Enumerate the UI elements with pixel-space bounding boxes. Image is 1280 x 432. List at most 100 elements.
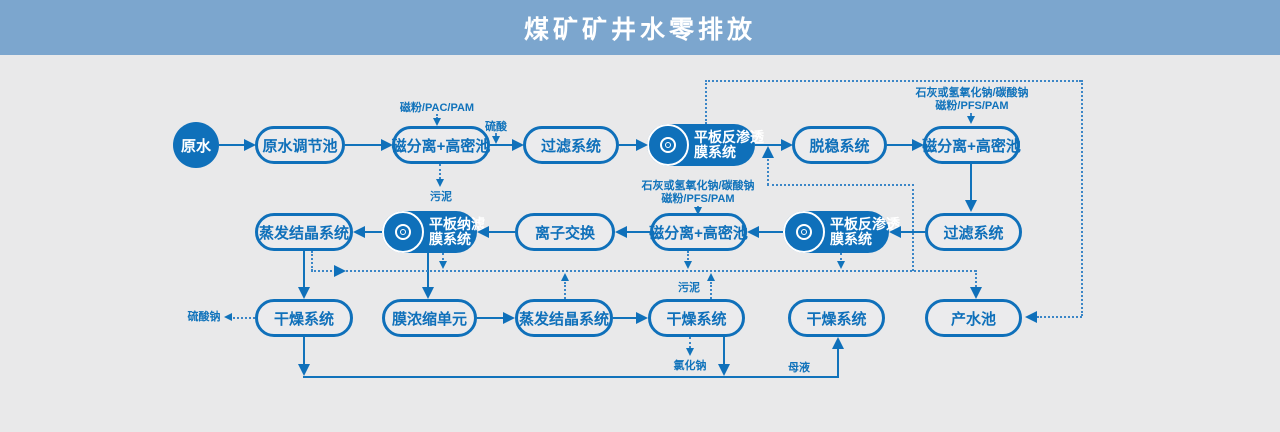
flow-arrowhead (747, 226, 759, 238)
node-label: 磁分离+高密池 (922, 137, 1021, 155)
flow-line (619, 144, 636, 146)
node-ro-membrane-1: 平板反渗透 膜系统 (647, 124, 764, 166)
node-evaporation-1: 蒸发结晶系统 (255, 213, 353, 251)
dotted-flow-line (975, 270, 977, 287)
flow-line (723, 337, 725, 364)
node-label: 膜系统 (429, 231, 471, 247)
node-label: 原水 (180, 137, 211, 155)
node-destabilization: 脱稳系统 (792, 126, 887, 164)
node-label: 干燥系统 (806, 310, 867, 328)
flow-arrowhead (298, 287, 310, 299)
flow-arrowhead (694, 207, 702, 215)
node-label: 离子交换 (534, 224, 595, 242)
dotted-flow-line (767, 184, 914, 186)
node-regulating-pool: 原水调节池 (255, 126, 345, 164)
node-raw-water: 原水 (173, 122, 219, 168)
flow-arrowhead (889, 226, 901, 238)
node-product-pool: 产水池 (925, 299, 1022, 337)
dotted-flow-line (687, 251, 689, 260)
flow-line (970, 164, 972, 200)
sodium-sulfate-label: 硫酸钠 (187, 311, 221, 323)
mother-liquor-bus-line (303, 376, 839, 378)
membrane-disc-icon (647, 124, 689, 166)
flow-arrowhead (244, 139, 256, 151)
node-drying-1: 干燥系统 (255, 299, 353, 337)
dotted-flow-line (1081, 80, 1083, 316)
flow-arrowhead (636, 312, 648, 324)
node-label: 膜系统 (830, 231, 872, 247)
flow-arrowhead (436, 179, 444, 187)
flow-arrowhead (912, 139, 924, 151)
sodium-chloride-label: 氯化钠 (673, 360, 707, 372)
dosing-label-lime-2: 石灰或氢氧化钠/碳酸钠 磁粉/PFS/PAM (641, 180, 755, 205)
flow-arrowhead (353, 226, 365, 238)
node-ion-exchange: 离子交换 (515, 213, 615, 251)
flow-arrowhead (224, 313, 232, 321)
flow-arrowhead (477, 226, 489, 238)
flow-arrowhead (837, 261, 845, 269)
node-mag-separation-3: 磁分离+高密池 (649, 213, 748, 251)
node-label: 膜系统 (694, 144, 736, 160)
flow-line (345, 144, 381, 146)
flow-arrowhead (832, 337, 844, 349)
dotted-flow-line (705, 80, 707, 124)
flow-line (759, 231, 783, 233)
dotted-flow-line (767, 156, 769, 185)
node-nf-membrane: 平板纳滤 膜系统 (382, 211, 485, 253)
dosing-label-pac: 磁粉/PAC/PAM (399, 102, 475, 114)
node-label: 磁分离+高密池 (391, 137, 491, 155)
flow-arrowhead (492, 136, 500, 144)
flow-line (490, 144, 512, 146)
node-evaporation-2: 蒸发结晶系统 (515, 299, 613, 337)
flow-arrowhead (381, 139, 393, 151)
flow-line (887, 144, 912, 146)
node-label: 平板纳滤 (429, 216, 485, 232)
flow-arrowhead (439, 261, 447, 269)
flow-line (365, 231, 382, 233)
flow-arrowhead (718, 364, 730, 376)
flow-line (219, 144, 245, 146)
node-label: 脱稳系统 (809, 137, 870, 155)
flow-line (489, 231, 515, 233)
flow-line (755, 144, 781, 146)
page-title: 煤矿矿井水零排放 (523, 15, 756, 44)
flow-arrowhead (503, 312, 515, 324)
node-ro-membrane-2: 平板反渗透 膜系统 (783, 211, 900, 253)
node-label: 干燥系统 (273, 310, 334, 328)
flow-arrowhead (433, 118, 441, 126)
flow-arrowhead (781, 139, 793, 151)
header-bar: 煤矿矿井水零排放 (0, 0, 1280, 55)
flow-arrowhead (684, 261, 692, 269)
node-label: 蒸发结晶系统 (518, 310, 609, 328)
node-drying-2: 干燥系统 (648, 299, 745, 337)
flow-line (303, 337, 305, 364)
flow-arrowhead (762, 146, 774, 158)
dotted-flow-line (439, 164, 441, 179)
flow-arrowhead (561, 273, 569, 281)
flow-arrowhead (512, 139, 524, 151)
flow-line (477, 317, 503, 319)
flow-arrowhead (970, 287, 982, 299)
node-label: 平板反渗透 (694, 129, 764, 145)
dotted-flow-line (689, 337, 691, 348)
flow-arrowhead (615, 226, 627, 238)
node-label: 磁分离+高密池 (649, 224, 748, 242)
node-label: 干燥系统 (666, 310, 727, 328)
flow-arrowhead (636, 139, 648, 151)
node-mag-separation-1: 磁分离+高密池 (392, 126, 490, 164)
node-label: 平板反渗透 (830, 216, 900, 232)
flow-arrowhead (422, 287, 434, 299)
dotted-dosing-line (495, 133, 497, 137)
node-filter-1: 过滤系统 (523, 126, 619, 164)
dotted-flow-line (564, 282, 566, 299)
flow-arrowhead (298, 364, 310, 376)
node-filter-2: 过滤系统 (925, 213, 1022, 251)
node-label: 膜浓缩单元 (391, 310, 467, 328)
dotted-flow-line (710, 282, 712, 299)
dotted-flow-line (705, 80, 1081, 82)
dotted-flow-line (912, 184, 914, 271)
dotted-dosing-line (970, 113, 972, 117)
sludge-label-1: 污泥 (430, 191, 452, 203)
dotted-flow-line (840, 253, 842, 260)
